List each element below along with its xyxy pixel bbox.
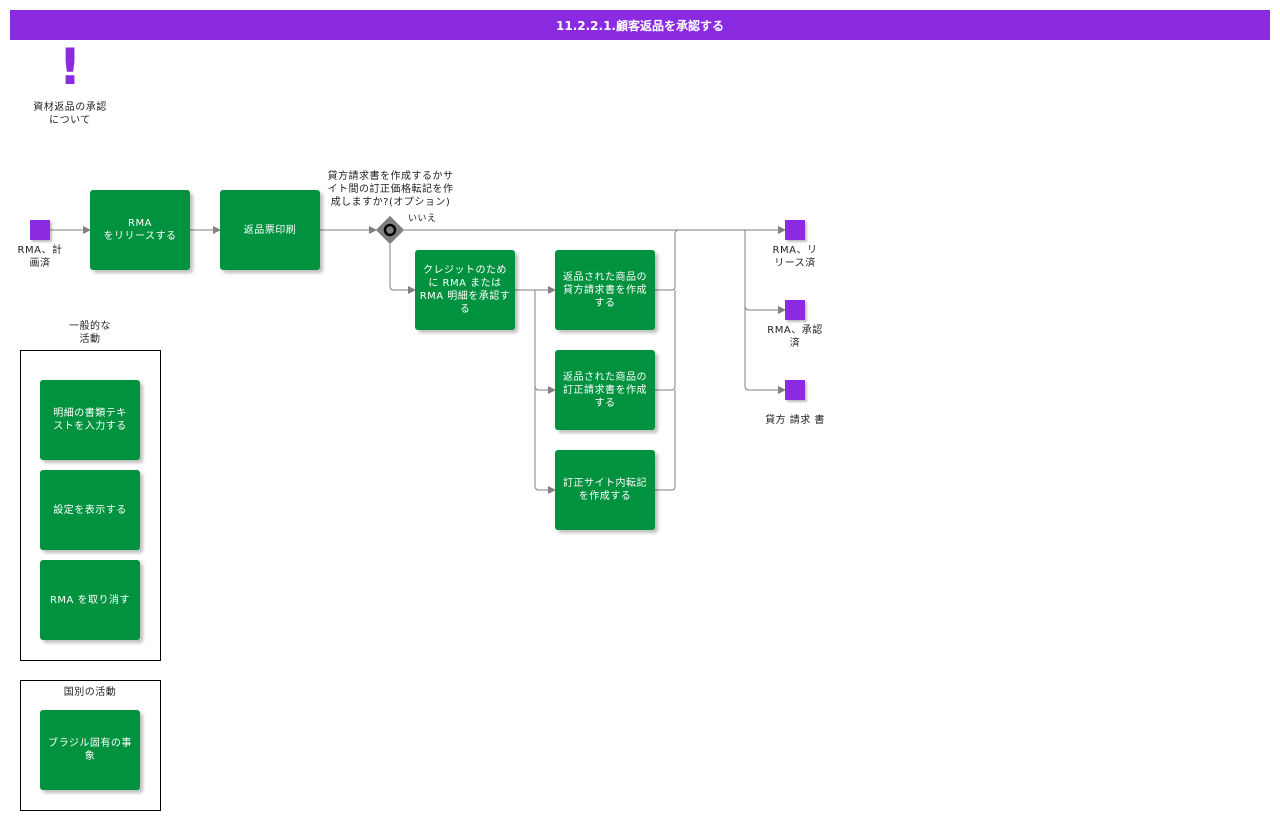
task-create-credit-memo-line1: 返品された商品の <box>563 271 647 283</box>
task-release-rma[interactable]: RMA をリリースする <box>90 190 190 270</box>
end-event-released-label-line2: リース済 <box>774 258 816 269</box>
start-event-label: RMA、計 画済 <box>5 244 75 270</box>
task-approve-rma-lines-line3: RMA 明細を承認す <box>419 291 511 302</box>
flow-invoice-to-join <box>655 290 676 391</box>
gateway-question: 貸方請求書を作成するかサ イト間の訂正価格転記を作 成しますか?(オプション) <box>318 170 463 209</box>
task-release-rma-line1: RMA <box>128 218 152 229</box>
flow-approve-to-transfer <box>534 386 556 494</box>
start-event-label-line2: 画済 <box>29 258 51 269</box>
end-event-released[interactable] <box>785 220 805 240</box>
note-label-line1: 資材返品の承認 <box>33 102 107 113</box>
country-activities-title: 国別の活動 <box>63 687 117 698</box>
task-enter-document-text-line2: ストを入力する <box>53 421 127 432</box>
end-event-approved-label: RMA、承認 済 <box>755 324 835 350</box>
gateway-no-label: いいえ <box>408 214 437 224</box>
task-print-return-slip[interactable]: 返品票印刷 <box>220 190 320 270</box>
task-brazil-specific[interactable]: ブラジル固有の事 象 <box>40 710 140 790</box>
flow-approve-to-invoice <box>534 290 556 394</box>
task-enter-document-text-line1: 明細の書類テキ <box>53 408 127 419</box>
task-create-correction-transfer-line2: を作成する <box>578 491 632 502</box>
flow-to-credit-event <box>744 306 786 394</box>
task-create-correction-invoice-line1: 返品された商品の <box>563 371 647 383</box>
task-show-settings-label: 設定を表示する <box>53 504 127 516</box>
general-activities-title: 一般的な 活動 <box>40 320 140 346</box>
task-print-return-slip-label: 返品票印刷 <box>243 224 297 236</box>
country-activities-group <box>20 680 161 811</box>
exclamation-icon: ! <box>58 38 82 96</box>
exclusive-gateway <box>375 215 405 245</box>
task-cancel-rma[interactable]: RMA を取り消す <box>40 560 140 640</box>
gateway-question-line1: 貸方請求書を作成するかサ <box>327 171 454 182</box>
task-approve-rma-lines-line1: クレジットのため <box>422 265 507 276</box>
note-label-line2: について <box>49 115 91 126</box>
general-activities-title-line2: 活動 <box>79 334 101 345</box>
flow-credit-to-join <box>655 229 680 291</box>
flow-to-approved <box>744 230 786 314</box>
diagram-title: 11.2.2.1.顧客返品を承認する <box>10 10 1270 40</box>
task-create-credit-memo-line3: する <box>594 297 616 309</box>
end-event-released-label-line1: RMA、リ <box>772 245 818 256</box>
task-brazil-specific-line1: ブラジル固有の事 <box>48 738 132 749</box>
task-create-correction-transfer-line1: 訂正サイト内転記 <box>563 478 647 489</box>
note-label: 資材返品の承認 について <box>20 101 120 127</box>
task-brazil-specific-line2: 象 <box>84 751 96 762</box>
task-create-correction-transfer[interactable]: 訂正サイト内転記 を作成する <box>555 450 655 530</box>
gateway-question-line2: イト間の訂正価格転記を作 <box>327 184 454 195</box>
task-cancel-rma-label: RMA を取り消す <box>49 594 131 606</box>
start-event-label-line1: RMA、計 <box>17 245 63 256</box>
flow-transfer-to-join <box>655 390 676 491</box>
general-activities-group <box>20 350 161 661</box>
task-show-settings[interactable]: 設定を表示する <box>40 470 140 550</box>
end-event-approved-label-line2: 済 <box>789 338 801 349</box>
end-event-released-label: RMA、リ リース済 <box>760 244 830 270</box>
task-release-rma-line2: をリリースする <box>103 231 177 242</box>
general-activities-title-line1: 一般的な <box>69 321 111 332</box>
task-create-credit-memo[interactable]: 返品された商品の 貸方請求書を作成 する <box>555 250 655 330</box>
end-event-credit-label: 貸方 請求 書 <box>765 415 825 426</box>
task-create-credit-memo-line2: 貸方請求書を作成 <box>563 284 647 296</box>
task-approve-rma-lines-line4: る <box>459 304 471 315</box>
end-event-approved[interactable] <box>785 300 805 320</box>
task-create-correction-invoice[interactable]: 返品された商品の 訂正請求書を作成 する <box>555 350 655 430</box>
flow-gateway-to-approve <box>389 244 416 294</box>
task-enter-document-text[interactable]: 明細の書類テキ ストを入力する <box>40 380 140 460</box>
end-event-approved-label-line1: RMA、承認 <box>767 325 823 336</box>
gateway-question-line3: 成しますか?(オプション) <box>330 197 451 208</box>
start-event[interactable] <box>30 220 50 240</box>
task-create-correction-invoice-line3: する <box>594 397 616 409</box>
end-event-credit[interactable] <box>785 380 805 400</box>
task-create-correction-invoice-line2: 訂正請求書を作成 <box>563 384 647 396</box>
task-approve-rma-lines-line2: に RMA または <box>428 278 502 289</box>
task-approve-rma-lines[interactable]: クレジットのため に RMA または RMA 明細を承認す る <box>415 250 515 330</box>
